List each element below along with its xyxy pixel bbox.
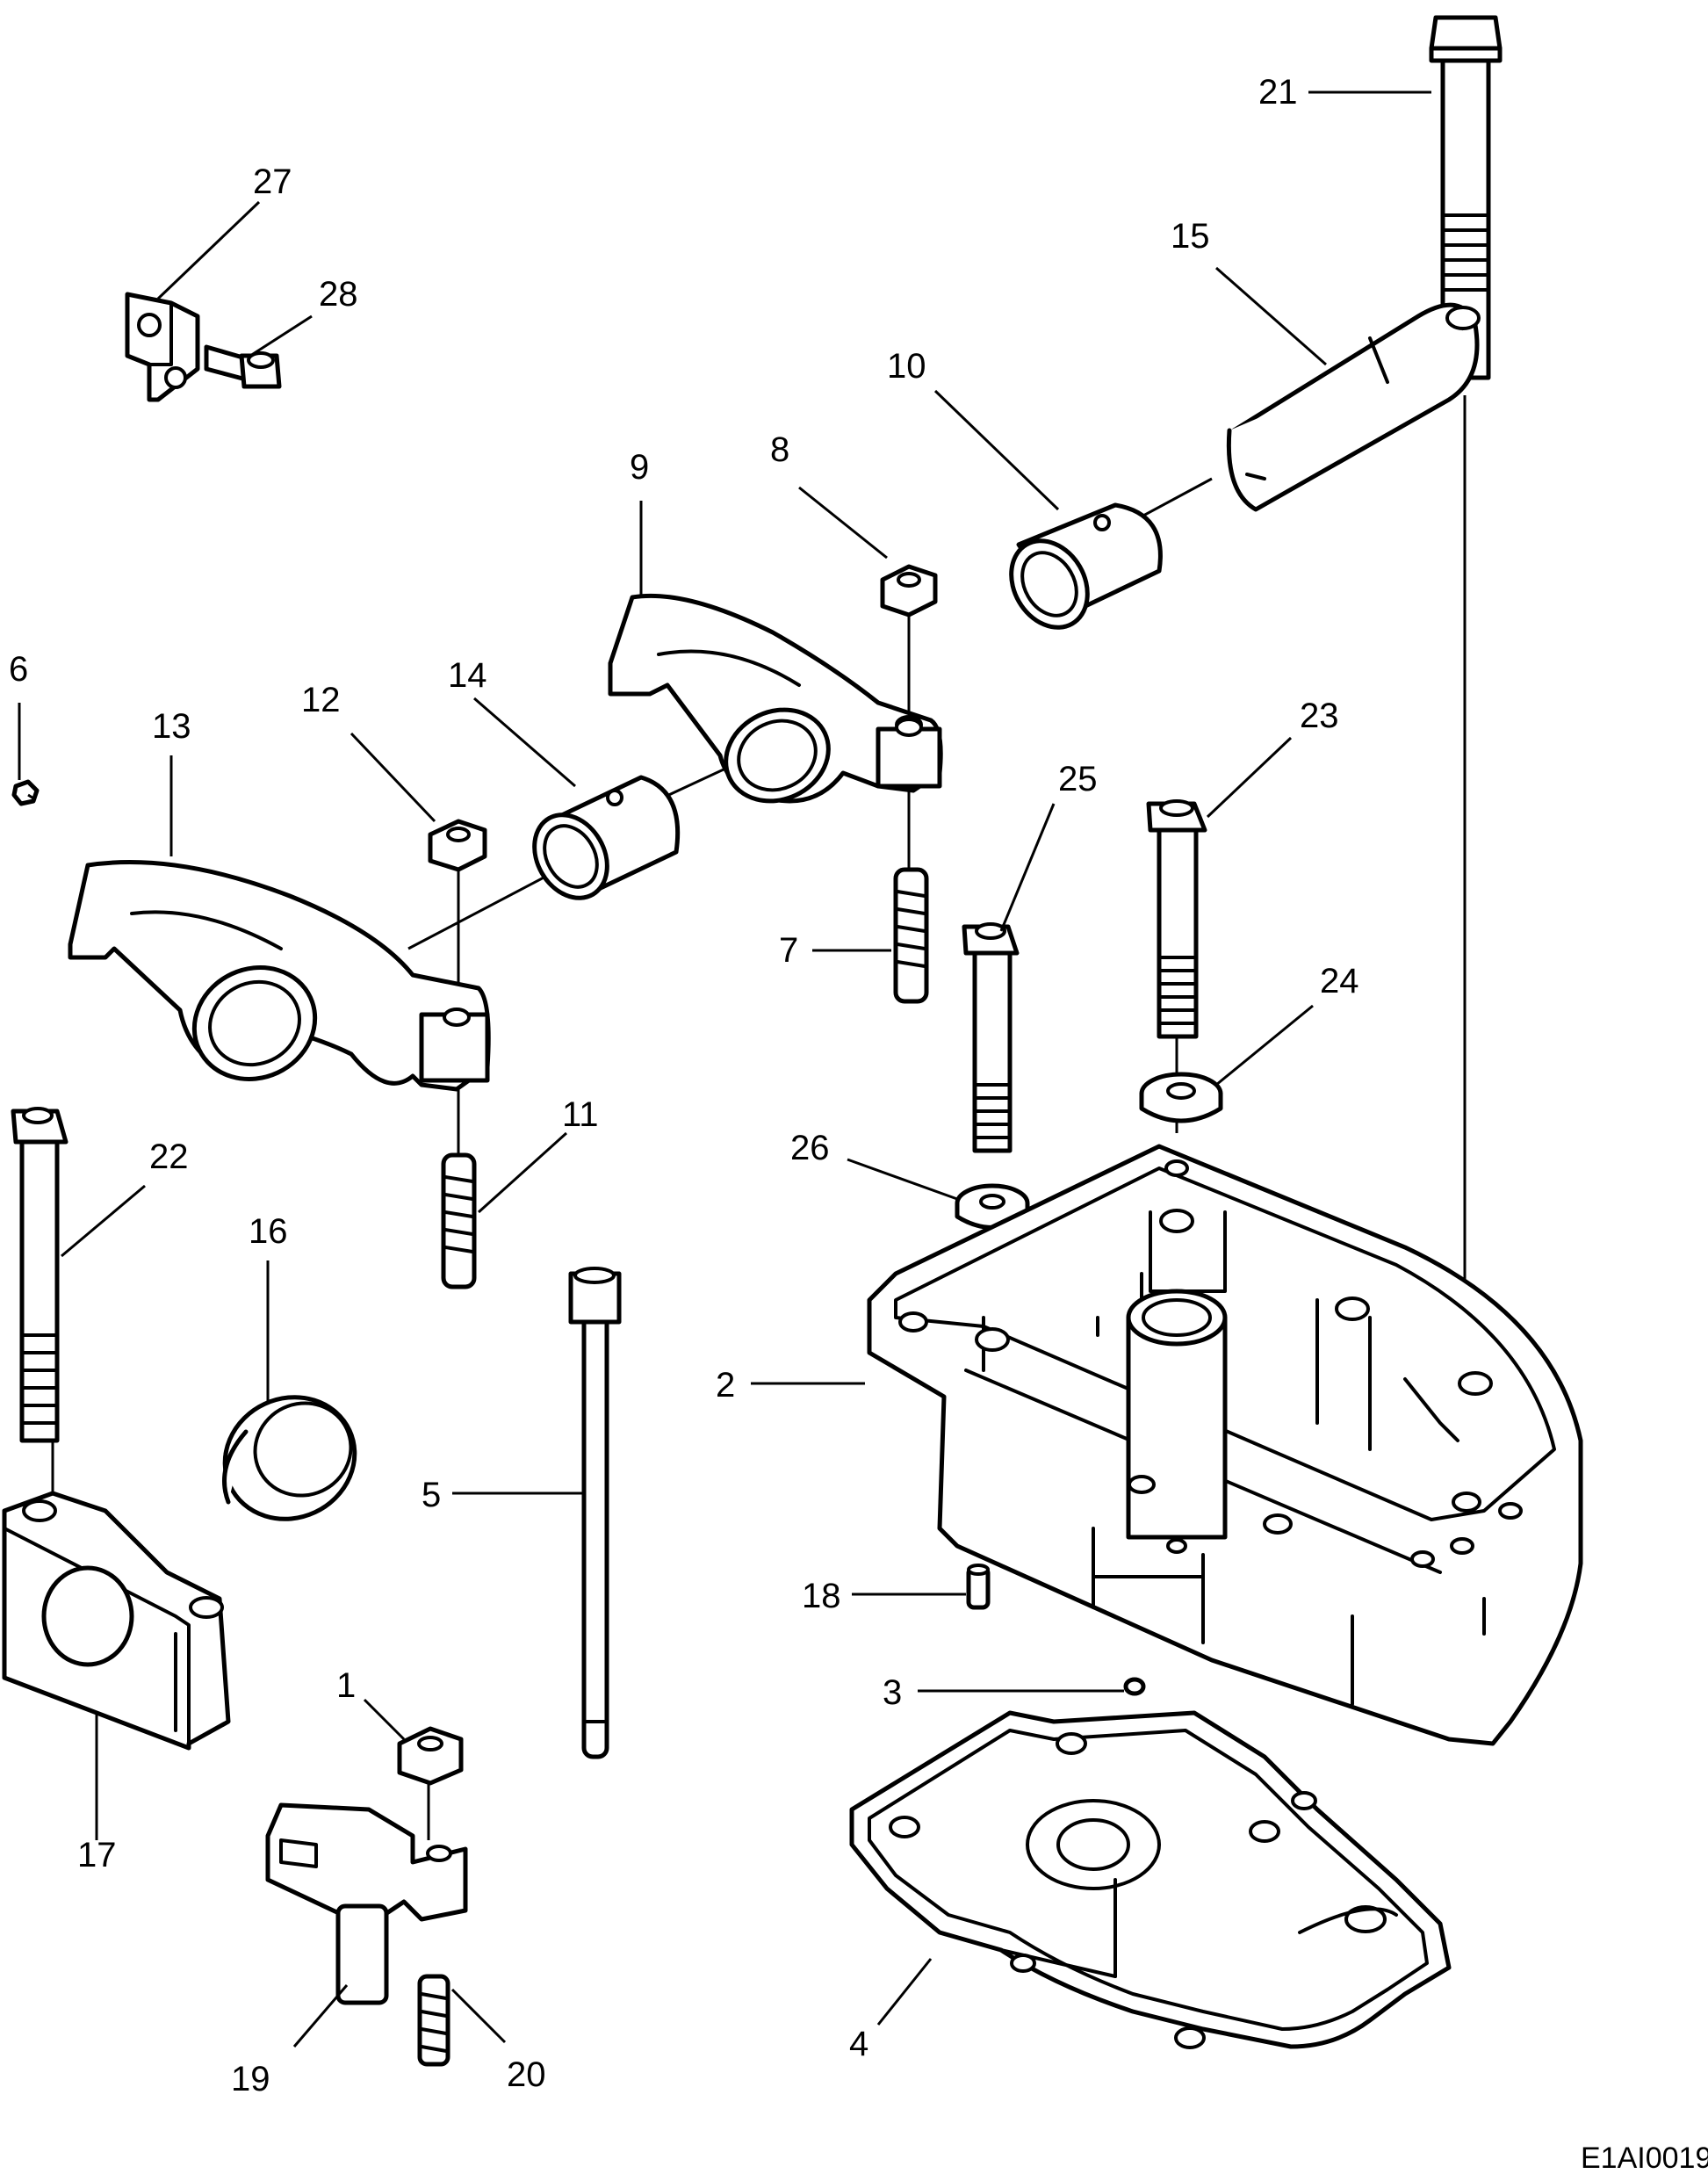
callout-17: 17 (77, 1836, 117, 1874)
leader-1 (363, 1698, 406, 1741)
callout-8: 8 (770, 430, 789, 469)
callout-21: 21 (1258, 73, 1298, 112)
leader-24 (1215, 1004, 1314, 1087)
leader-20 (450, 1988, 507, 2044)
callout-19: 19 (231, 2060, 270, 2098)
part-12-nut (428, 819, 487, 872)
callout-14: 14 (448, 656, 487, 695)
leader-8 (798, 486, 888, 560)
part-11-adjusting-screw (441, 1152, 477, 1289)
callout-23: 23 (1300, 697, 1339, 735)
part-18-dowel-pin (966, 1564, 991, 1610)
part-10-bushing (1009, 502, 1163, 630)
leader-22 (61, 1184, 146, 1258)
callout-1: 1 (336, 1666, 356, 1705)
part-20-adjusting-screw (417, 1974, 450, 2067)
leader-26 (847, 1158, 958, 1201)
part-2-rocker-housing (867, 1144, 1583, 1746)
part-6-small-pin (11, 779, 40, 806)
callout-3: 3 (883, 1673, 902, 1712)
part-3-small-plug (1123, 1677, 1146, 1696)
callout-27: 27 (253, 163, 292, 201)
callout-6: 6 (9, 650, 28, 689)
part-17-rocker-support (2, 1491, 231, 1751)
callout-25: 25 (1058, 760, 1098, 798)
part-15-rocker-shaft (1226, 302, 1481, 512)
leader-14 (473, 697, 576, 788)
part-8-nut (880, 564, 938, 618)
callout-28: 28 (319, 275, 358, 314)
drawing-code: E1AI0019 (1581, 2141, 1708, 2174)
leader-19 (292, 1984, 349, 2048)
part-1-nut (397, 1726, 464, 1786)
leader-23 (1206, 736, 1293, 819)
part-22-long-bolt (11, 1107, 68, 1443)
part-7-adjusting-screw (893, 867, 929, 1004)
callout-5: 5 (422, 1476, 441, 1514)
part-27-bracket (125, 292, 200, 402)
callout-13: 13 (152, 707, 191, 746)
callout-16: 16 (249, 1212, 288, 1251)
part-14-bushing (532, 775, 681, 900)
leader-27 (156, 200, 261, 300)
leader-25 (999, 803, 1056, 932)
leader-4 (876, 1958, 933, 2026)
part-16-collar (222, 1395, 357, 1521)
leader-10 (933, 389, 1060, 511)
callout-leaders (18, 90, 1431, 2048)
part-9-rocker-arm (608, 593, 943, 804)
part-4-gasket (849, 1710, 1452, 2049)
leader-28 (249, 314, 313, 358)
callout-24: 24 (1320, 962, 1359, 1000)
callout-20: 20 (507, 2055, 546, 2094)
leader-12 (350, 732, 436, 823)
part-13-rocker-arm (68, 860, 491, 1092)
part-5-push-rod (568, 1267, 622, 1759)
leader-15 (1215, 266, 1327, 366)
callout-12: 12 (301, 681, 341, 719)
callout-2: 2 (716, 1366, 735, 1405)
part-24-washer (1139, 1072, 1223, 1123)
leader-11 (477, 1131, 568, 1214)
part-23-bolt (1146, 799, 1207, 1039)
callout-26: 26 (790, 1129, 830, 1167)
callout-10: 10 (887, 347, 926, 386)
callout-7: 7 (779, 931, 798, 970)
callout-9: 9 (630, 448, 649, 487)
callout-4: 4 (849, 2025, 868, 2063)
callout-22: 22 (149, 1138, 189, 1176)
callout-11: 11 (562, 1095, 599, 1134)
callout-15: 15 (1171, 217, 1210, 256)
part-28-small-bolt (204, 344, 282, 389)
callout-labels: 21 15 10 8 9 12 14 13 6 27 28 7 11 25 23… (9, 73, 1359, 2098)
part-25-bolt (962, 922, 1020, 1153)
callout-18: 18 (802, 1577, 841, 1615)
part-19-valve-bridge (265, 1802, 468, 2005)
